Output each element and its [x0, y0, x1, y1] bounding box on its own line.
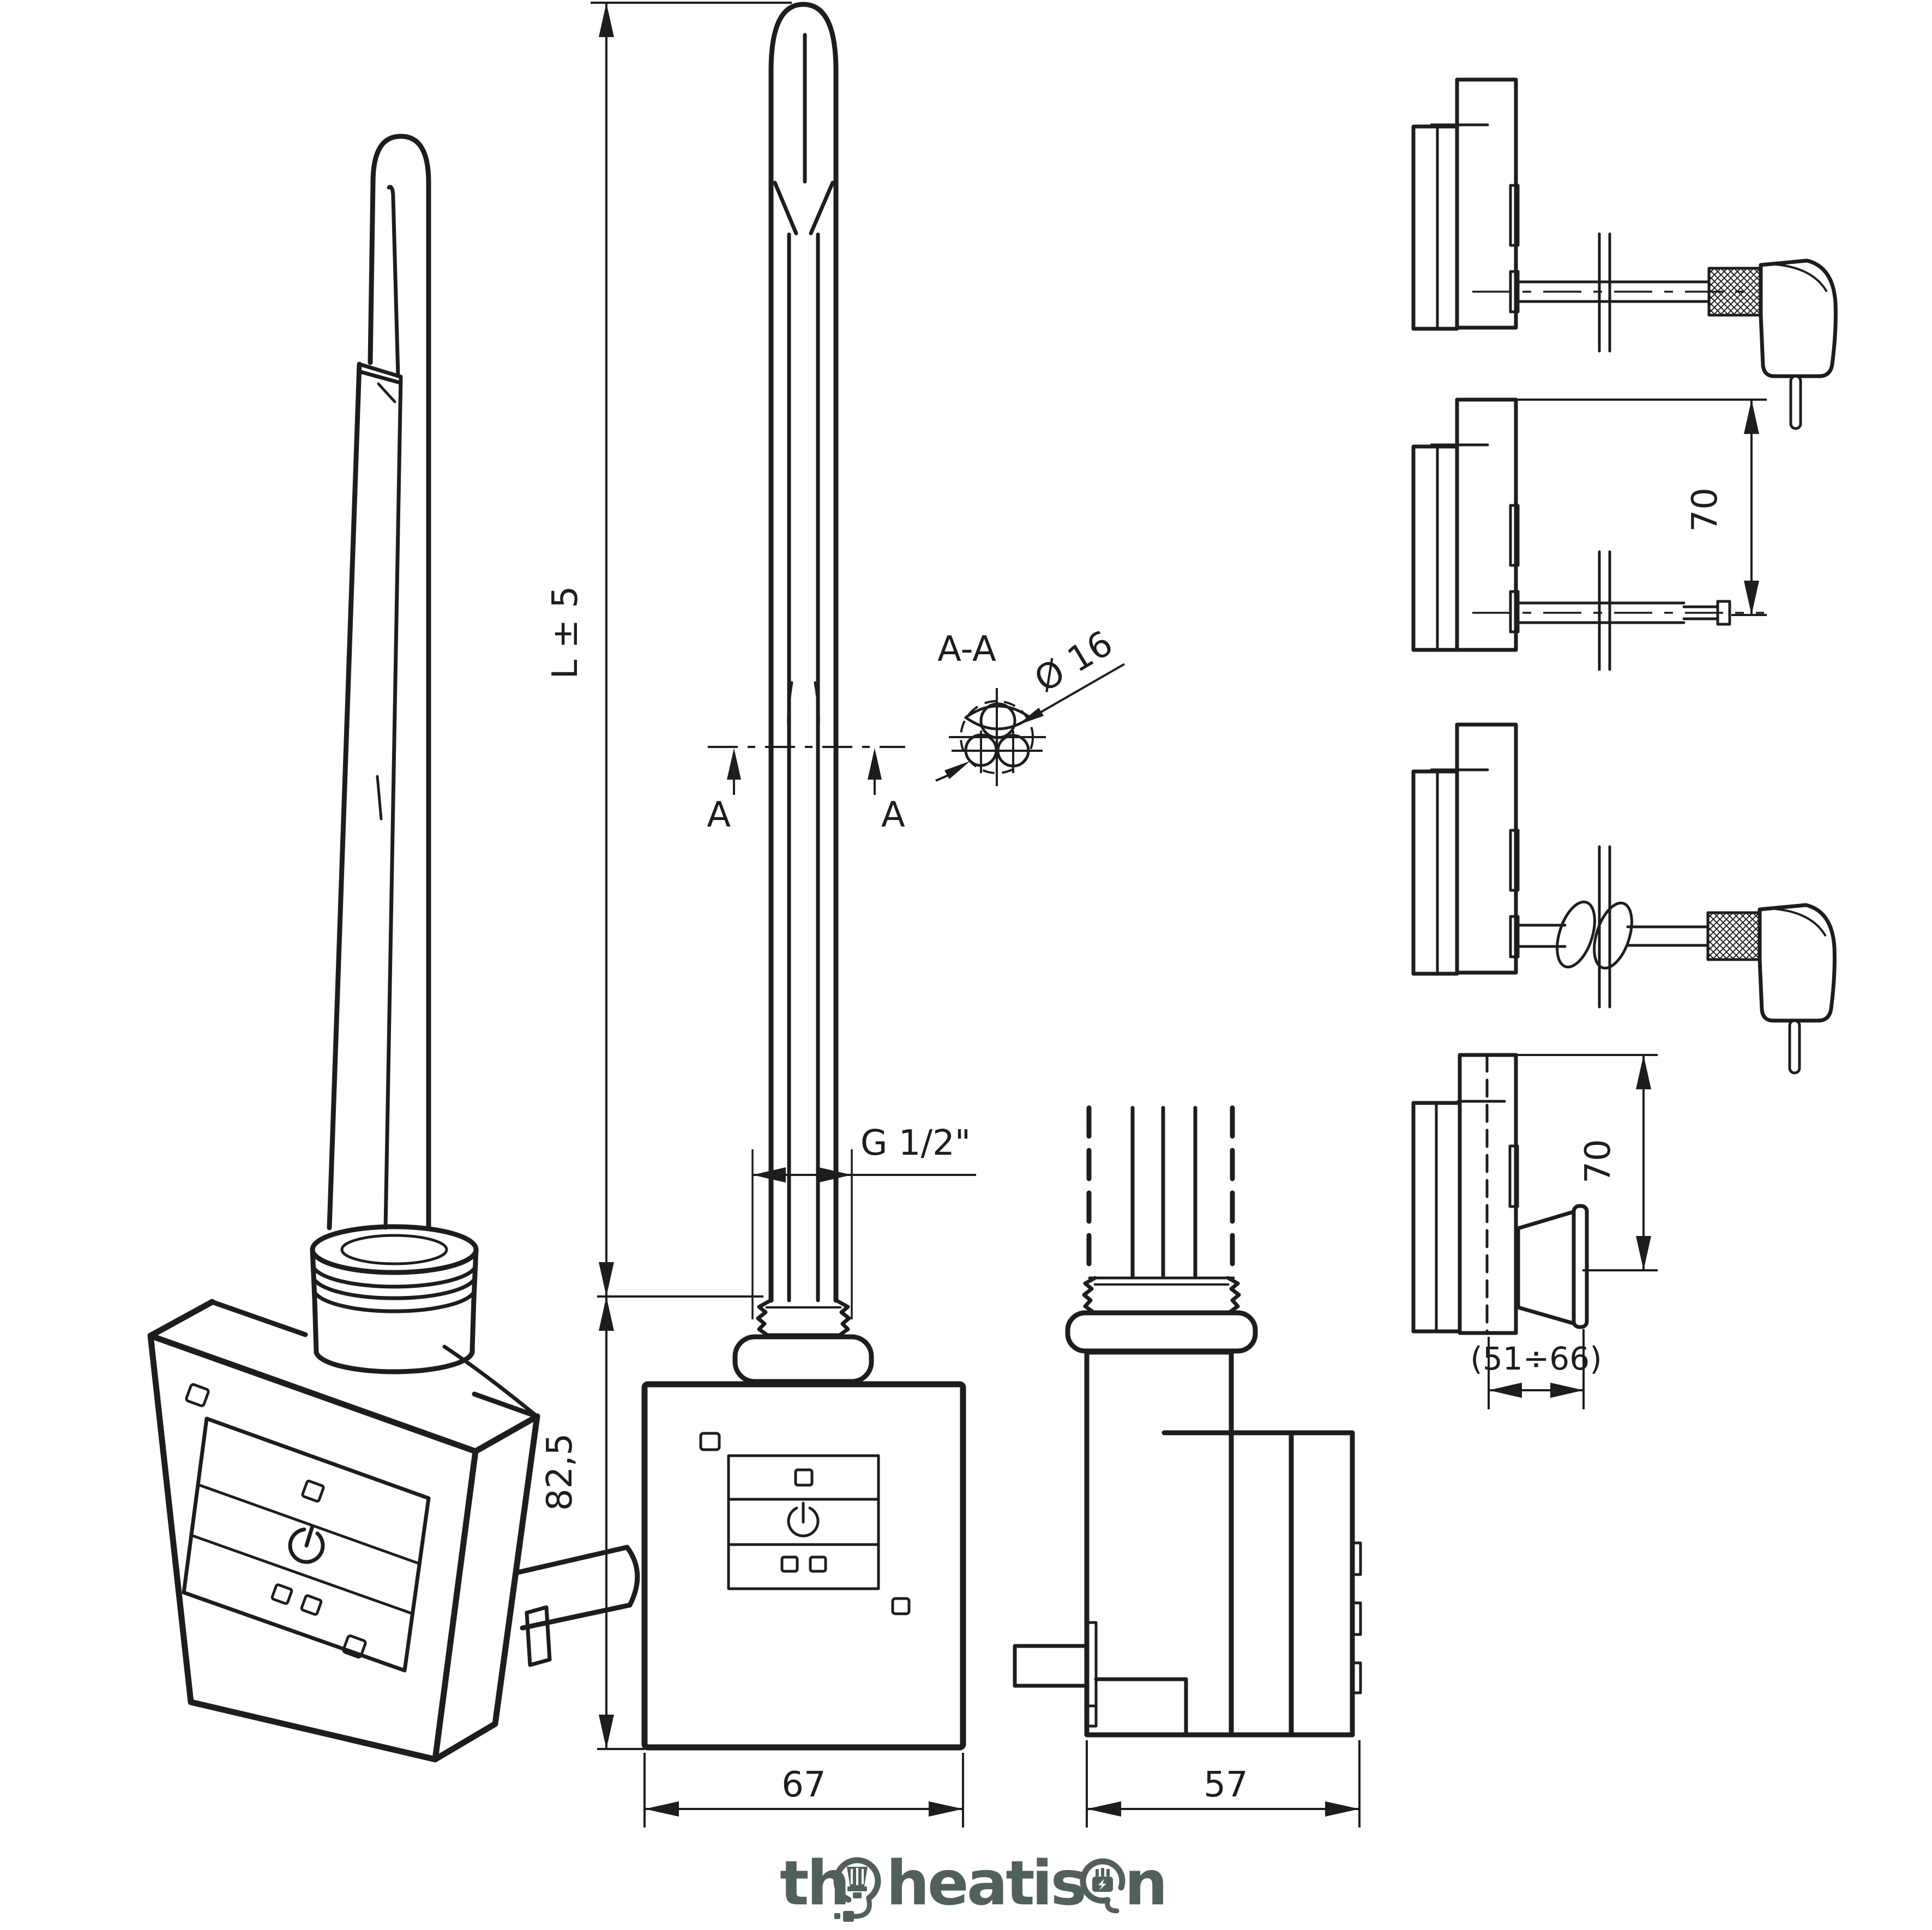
cable-option-coiled-plug [1411, 722, 1834, 1073]
corner-led [699, 1432, 721, 1451]
tube-cap [768, 2, 839, 74]
side-view [1013, 1105, 1362, 1738]
side-knob [1013, 1644, 1089, 1688]
mode-button [794, 1468, 814, 1487]
button-panel [727, 1454, 880, 1590]
collar-side [1065, 1310, 1258, 1354]
cable-break-mark [1598, 232, 1611, 353]
diameter-label: Ø 16 [1028, 623, 1120, 701]
logo-text-is: is [1032, 1848, 1085, 1919]
thread-side [1082, 1276, 1241, 1314]
cable-break-mark [1598, 845, 1611, 1009]
length-dim-label: L ± 5 [545, 586, 586, 679]
cable-gland [1516, 1209, 1577, 1326]
height-dim-label: 82,5 [540, 1433, 580, 1511]
thread-front [756, 1299, 851, 1337]
timer-button [780, 1555, 799, 1573]
gland-offset-label: 70 [1578, 1139, 1618, 1183]
control-box-front [641, 1381, 966, 1751]
section-arrows: A A [707, 746, 905, 835]
cable-coil [1593, 901, 1633, 970]
dimension-depth: 57 [1086, 1740, 1361, 1828]
dimension-gland-width: (51÷66) [1470, 1329, 1602, 1409]
power-icon [787, 1501, 820, 1537]
collar-front [732, 1334, 874, 1384]
side-button [1351, 1541, 1362, 1576]
logo-text-heat: heat [886, 1848, 1033, 1919]
dimension-cable-height: 70 [1517, 399, 1767, 616]
section-cut-label-left: A [707, 795, 731, 835]
mains-plug-icon [1708, 905, 1834, 1073]
dimension-width: 67 [643, 1753, 964, 1828]
cable-coil [1556, 900, 1596, 969]
element-funnel [773, 180, 835, 236]
cable-break-mark [1598, 550, 1611, 671]
dimension-thread: G 1/2" [751, 1123, 976, 1319]
iso-threaded-collar [310, 1224, 479, 1374]
dimension-height: 82,5 [540, 1296, 645, 1750]
element-tube-section [996, 734, 1030, 768]
side-button [1351, 1661, 1362, 1694]
dimension-gland-height: 70 [1461, 1054, 1658, 1271]
section-cut-label-right: A [881, 795, 905, 835]
cable-offset-label: 70 [1685, 487, 1725, 532]
corner-led [891, 1597, 911, 1615]
logo-text-n: n [1124, 1848, 1166, 1919]
power-plug-icon [1080, 1858, 1126, 1914]
section-detail: A-A Ø 16 [935, 623, 1125, 786]
isometric-view [147, 134, 640, 1763]
element-tube-section [964, 733, 998, 767]
side-button [1351, 1601, 1362, 1636]
element-tube-section [979, 702, 1016, 739]
section-title: A-A [937, 629, 996, 670]
depth-dim-label: 57 [1203, 1765, 1248, 1805]
corner-led [342, 1635, 367, 1658]
iso-tube-cap [370, 134, 431, 185]
mains-plug-icon [1709, 261, 1835, 429]
power-icon [288, 1525, 325, 1564]
cable-option-bare-wire [1411, 397, 1764, 671]
timer-button [809, 1555, 827, 1573]
iso-control-box [147, 1299, 640, 1763]
brand-logo: th heat is n [780, 1848, 1168, 1922]
dimension-length: L ± 5 [545, 2, 792, 1298]
control-box-side [1013, 1349, 1362, 1738]
weld-mark [377, 382, 396, 403]
thread-dim-label: G 1/2" [860, 1123, 971, 1163]
front-view [641, 2, 966, 1751]
stripped-wire-tip [1716, 600, 1731, 626]
cable-option-straight-plug [1411, 77, 1835, 429]
corner-led [185, 1383, 210, 1407]
gland-range-label: (51÷66) [1470, 1340, 1602, 1377]
cable-option-gland [1411, 1053, 1589, 1335]
heating-element-icon [833, 1857, 881, 1922]
width-dim-label: 67 [781, 1765, 826, 1805]
